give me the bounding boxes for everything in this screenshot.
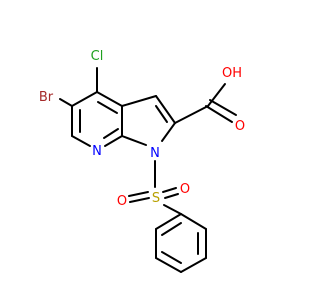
hydroxyl-label: OH xyxy=(222,66,242,81)
molecule-structure: Cl Br N N OH O S O O xyxy=(39,49,245,273)
bond-c6-n7 xyxy=(71,135,91,147)
sulfonyl-oxygen-left-label: O xyxy=(117,194,127,209)
sulfonyl-oxygen-right-label: O xyxy=(180,182,190,197)
bond-c-o-double-b xyxy=(209,99,237,116)
bond-lines xyxy=(59,67,237,273)
bond-s-o-right-b xyxy=(164,193,179,199)
ring-nitrogen-label: N xyxy=(92,144,102,159)
carbonyl-oxygen-label: O xyxy=(235,119,245,134)
bond-ph-4 xyxy=(155,257,182,273)
bond-n1-c7a xyxy=(121,135,147,146)
bromine-label: Br xyxy=(39,90,54,105)
bond-s-phenyl xyxy=(163,204,182,215)
bond-c3a-c4-inner xyxy=(97,101,118,114)
bond-ph-6-inner xyxy=(161,222,182,236)
bond-s-o-right-a xyxy=(162,187,177,193)
bond-n7-c7a xyxy=(104,135,123,147)
bond-c5-br xyxy=(59,98,73,107)
bond-ph-3 xyxy=(180,257,207,273)
bond-c-o-double-a xyxy=(205,105,233,123)
pyrrole-nitrogen-label: N xyxy=(150,146,160,161)
bond-c3a-c4 xyxy=(96,91,123,107)
bond-c2-n1 xyxy=(161,122,176,142)
bond-ph-4-inner xyxy=(161,251,182,264)
bond-c2-ccooh xyxy=(174,105,209,124)
chlorine-label: Cl xyxy=(91,49,104,64)
bond-c3a-c3 xyxy=(121,95,157,107)
bond-c-oh xyxy=(207,83,226,107)
bond-ph-1 xyxy=(180,213,207,230)
bond-c3-c2-inner xyxy=(155,105,168,123)
bond-n7-c7a-inner xyxy=(103,128,119,139)
bond-s-o-left-a xyxy=(129,197,150,203)
bond-c3-c2 xyxy=(155,95,176,124)
bond-ph-6 xyxy=(155,213,182,230)
bond-c4-c5 xyxy=(71,91,98,107)
bond-s-o-left-b xyxy=(128,191,149,197)
sulfur-label: S xyxy=(152,191,160,206)
atom-labels: Cl Br N N OH O S O O xyxy=(39,49,245,209)
